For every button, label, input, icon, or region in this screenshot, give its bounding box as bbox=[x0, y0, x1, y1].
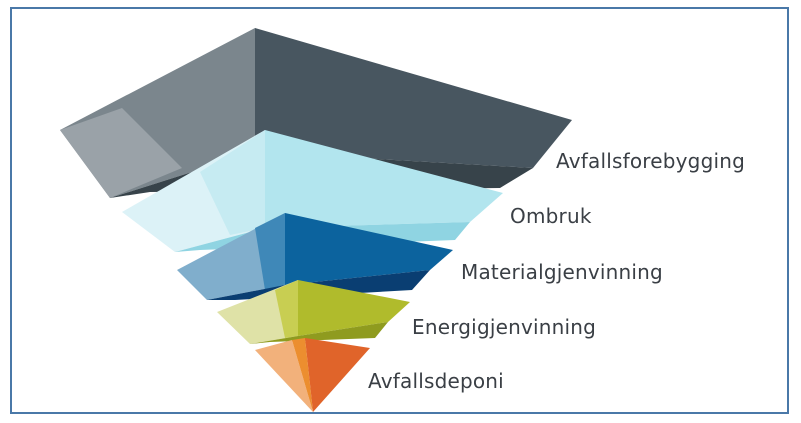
tier-3-mid bbox=[255, 213, 285, 290]
tier-2-right bbox=[265, 130, 503, 228]
tier-4-right bbox=[298, 280, 410, 336]
tier-3-right bbox=[285, 213, 453, 285]
label-energigjenvinning: Energigjenvinning bbox=[412, 315, 597, 339]
tier-4-mid bbox=[275, 280, 298, 338]
label-avfallsdeponi: Avfallsdeponi bbox=[368, 369, 504, 393]
tier-materialgjenvinning bbox=[177, 213, 453, 300]
label-materialgjenvinning: Materialgjenvinning bbox=[461, 260, 663, 284]
tier-1-left-facet bbox=[60, 108, 182, 198]
label-ombruk: Ombruk bbox=[510, 204, 592, 228]
diagram-frame bbox=[10, 7, 789, 414]
tier-5-left bbox=[255, 340, 313, 412]
tier-5-right bbox=[305, 338, 370, 412]
tier-5-mid bbox=[292, 338, 313, 412]
tier-4-rim bbox=[250, 322, 388, 344]
label-avfallsforebygging: Avfallsforebygging bbox=[556, 149, 745, 173]
tier-energigjenvinning bbox=[217, 280, 410, 344]
tier-avfallsdeponi bbox=[255, 338, 370, 412]
tier-1-top-right bbox=[255, 28, 572, 168]
tier-2-mid bbox=[200, 130, 265, 235]
